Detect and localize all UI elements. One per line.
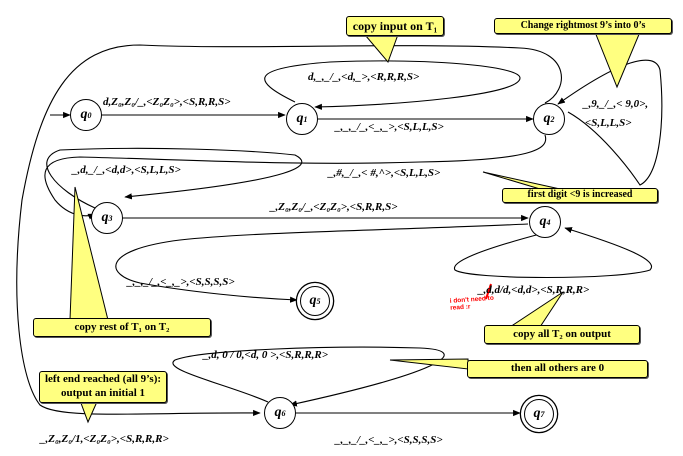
callout-all-others: then all others are 0 [467, 360, 648, 378]
edge-q6-loop [172, 346, 445, 407]
callout-copy-all: copy all T₂ on output [484, 325, 640, 344]
callout-left-end: left end reached (all 9’s): output an in… [39, 371, 167, 403]
edge-q3-loop [46, 147, 303, 209]
state-q4-label: q [539, 214, 547, 229]
label-q0-q1: d,Z₀,Z₀/_,<Z₀Z₀>,<S,R,R,S> [103, 96, 231, 108]
label-q2-q3: _,#,_/_,< #,^>,<S,L,L,S> [328, 167, 441, 179]
edge-q2-q3 [44, 134, 547, 220]
state-q5-sub: 5 [316, 296, 321, 306]
label-q3-q4: _,Z₀,Z₀/_,<Z₀Z₀>,<S,R,R,S> [270, 201, 398, 213]
label-q2-q6: _,Z₀,Z₀/1,<Z₀Z₀>,<S,R,R,R> [40, 433, 169, 445]
state-q2-label: q [543, 111, 551, 126]
callout-copy-input: copy input on T₁ [346, 16, 444, 36]
edge-q4-loop [453, 227, 653, 279]
state-q0-label: q [80, 107, 88, 122]
edge-q1-loop [264, 60, 521, 110]
callout-pointer-copy-all [508, 291, 564, 328]
edge-q2-q6 [16, 44, 562, 417]
state-q3-sub: 3 [108, 213, 113, 223]
state-q5-label: q [309, 293, 317, 308]
state-q6-sub: 6 [281, 408, 286, 418]
state-q4-sub: 4 [546, 217, 551, 227]
label-q4-loop: _,d,d/d,<d,d>,<S,R,R,R> [478, 284, 590, 296]
state-q1-label: q [296, 111, 304, 126]
callout-change-nines: Change rightmost 9’s into 0’s [494, 18, 672, 34]
label-q3-loop: _,d,_/_,<d,d>,<S,L,L,S> [72, 164, 181, 176]
callout-pointer-first-digit [482, 171, 561, 190]
label-q1-loop: d,_,_/_,<d,_>,<R,R,R,S> [308, 71, 420, 83]
edge-q2-loop [557, 59, 663, 186]
callout-copy-rest: copy rest of T₁ on T₂ [33, 318, 211, 337]
state-q0-sub: 0 [87, 110, 92, 120]
strike-mark [485, 283, 492, 300]
label-q6-q7: _,_,_/_,<_,_>,<S,S,S,S> [335, 434, 443, 446]
state-q6-label: q [274, 405, 282, 420]
label-q1-q2: _,_,_/_,<_,_>,<S,L,L,S> [335, 121, 444, 133]
label-q6-loop: _,d, 0 / 0,<d, 0 >,<S,R,R,R> [203, 349, 329, 361]
label-q2-loop-a: _,9,_/_,< 9,0>, [583, 98, 649, 110]
label-q2-loop-b: <S,L,L,S> [585, 117, 632, 129]
state-q2-sub: 2 [550, 114, 555, 124]
state-q7-sub: 7 [540, 409, 545, 419]
state-q3-label: q [101, 210, 109, 225]
callout-pointer-change-nines [594, 31, 641, 89]
callout-first-digit: first digit <9 is increased [502, 188, 658, 203]
label-q4-q5: _,_,_/_,<_,_>,<S,S,S,S> [127, 276, 235, 288]
callout-pointer-all-others [389, 358, 469, 370]
state-q7-label: q [533, 406, 541, 421]
state-q1-sub: 1 [303, 114, 308, 124]
edge-q4-q5 [115, 223, 529, 303]
